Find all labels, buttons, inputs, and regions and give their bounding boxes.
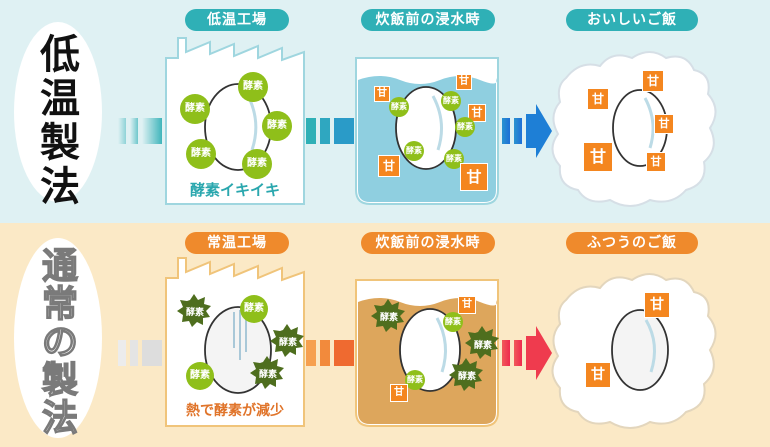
side-title-bg-top	[14, 22, 102, 202]
sweet-badge: 甘	[456, 74, 472, 90]
sweet-badge: 甘	[390, 384, 408, 402]
enzyme-badge: 酵素	[242, 149, 272, 179]
label-low-temp-factory: 低温工場	[185, 9, 289, 31]
arrow-bottom-3	[502, 326, 552, 380]
rice-grain-icon	[611, 309, 669, 391]
sweet-badge: 甘	[587, 88, 609, 110]
sweet-badge: 甘	[654, 114, 674, 134]
damaged-enzyme-label: 酵素	[258, 370, 277, 380]
sweet-badge: 甘	[460, 163, 488, 191]
damaged-enzyme-label: 酵素	[278, 338, 297, 348]
side-title-low-temp: 低 温 製 法	[34, 33, 86, 209]
damaged-enzyme-label: 酵素	[185, 308, 204, 318]
enzyme-badge: 酵素	[404, 141, 424, 161]
arrow-top-3	[502, 104, 552, 158]
enzyme-badge: 酵素	[443, 312, 463, 332]
sweet-badge: 甘	[642, 70, 664, 92]
side-title-char: の	[41, 321, 78, 363]
enzyme-badge: 酵素	[389, 97, 409, 117]
arrow-top-2	[306, 118, 354, 144]
sweet-badge: 甘	[644, 292, 670, 318]
enzyme-badge: 酵素	[240, 295, 268, 323]
damaged-enzyme-label: 酵素	[473, 341, 492, 351]
enzyme-badge: 酵素	[441, 91, 461, 111]
damaged-enzyme-label: 酵素	[457, 372, 476, 382]
label-soak-top: 炊飯前の浸水時	[361, 9, 495, 31]
side-title-char: 製	[40, 119, 80, 166]
sweet-badge: 甘	[458, 296, 476, 314]
sweet-badge: 甘	[583, 142, 613, 172]
damaged-enzyme-shapes	[177, 294, 499, 391]
label-delicious-rice: おいしいご飯	[566, 9, 698, 31]
side-title-char: 製	[41, 359, 78, 401]
side-title-char: 法	[41, 397, 78, 439]
label-normal-factory: 常温工場	[185, 232, 289, 254]
label-soak-bottom: 炊飯前の浸水時	[361, 232, 495, 254]
arrow-bottom-2	[306, 340, 354, 366]
side-title-bg-bottom	[14, 238, 102, 438]
sweet-badge: 甘	[585, 362, 611, 388]
note-enzyme-active: 酵素イキイキ	[189, 181, 280, 199]
enzyme-badge: 酵素	[186, 362, 214, 390]
sweet-badge: 甘	[374, 86, 390, 102]
enzyme-badge: 酵素	[180, 94, 210, 124]
enzyme-badge: 酵素	[262, 111, 292, 141]
sweet-badge: 甘	[378, 155, 400, 177]
arrow-bottom-1	[118, 340, 162, 366]
label-normal-rice: ふつうのご飯	[566, 232, 698, 254]
side-title-char: 通	[41, 245, 78, 287]
side-title-char: 温	[40, 75, 80, 122]
enzyme-badge: 酵素	[455, 117, 475, 137]
sweet-badge: 甘	[468, 104, 486, 122]
sweet-badge: 甘	[646, 152, 666, 172]
enzyme-badge: 酵素	[444, 149, 464, 169]
enzyme-badge: 酵素	[238, 72, 268, 102]
side-title-char: 法	[40, 163, 80, 210]
damaged-enzyme-label: 酵素	[379, 313, 398, 323]
enzyme-badge: 酵素	[186, 139, 216, 169]
side-title-char: 常	[41, 283, 78, 325]
enzyme-badge: 酵素	[405, 370, 425, 390]
note-enzyme-reduced: 熱で酵素が減少	[186, 403, 284, 419]
side-title-char: 低	[40, 31, 80, 78]
arrow-top-1	[118, 118, 162, 144]
side-title-normal: 通 常 の 製 法	[34, 245, 86, 439]
